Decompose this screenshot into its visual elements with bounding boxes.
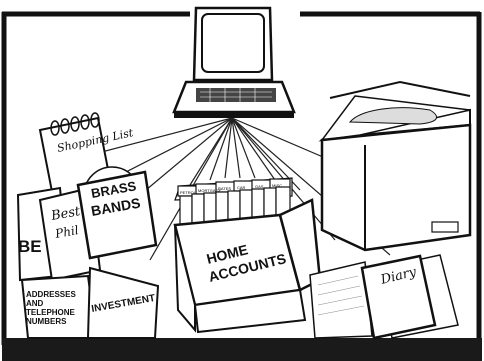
addresses-line-2: AND <box>26 299 44 308</box>
tab-car: CAR <box>237 185 246 190</box>
addresses-book: ADDRESSES AND TELEPHONE NUMBERS <box>22 276 96 338</box>
tab-rates: RATES <box>218 186 231 191</box>
addresses-line-4: NUMBERS <box>26 317 67 326</box>
frame-bottom-bar <box>2 338 482 361</box>
tab-gas: GAS <box>255 184 264 189</box>
brass-bands-record: BRASS BANDS <box>78 167 156 258</box>
addresses-line-3: TELEPHONE <box>26 308 76 317</box>
be-book-label: BE <box>18 237 42 256</box>
addresses-line-1: ADDRESSES <box>26 290 76 299</box>
diary-book: Diary <box>362 255 458 338</box>
